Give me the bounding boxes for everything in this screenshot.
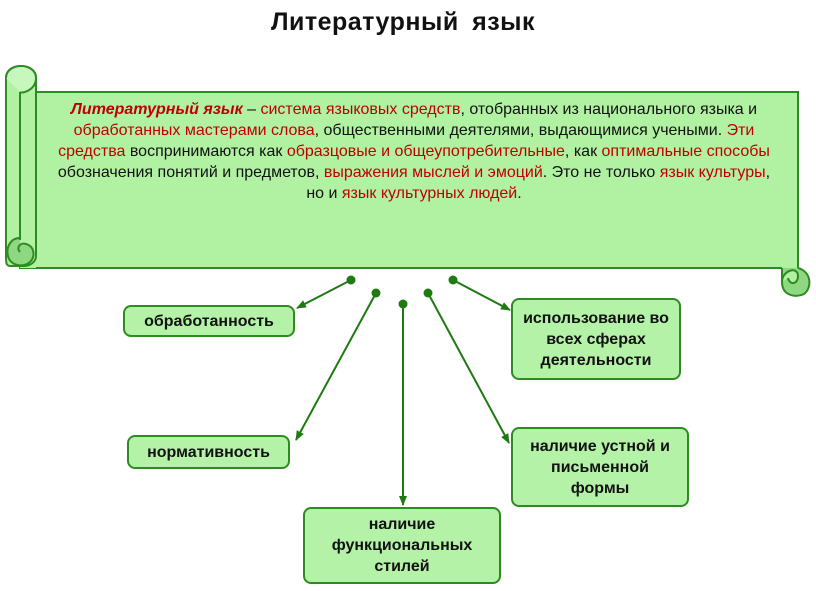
definition-text: Литературный язык – система языковых сре…	[48, 99, 780, 204]
arrow-normative	[295, 292, 377, 441]
feature-processed: обработанность	[123, 305, 295, 337]
arrow-processed	[296, 279, 352, 309]
arrow-oral-written	[427, 292, 510, 444]
feature-usage: использование во всех сферах деятельност…	[511, 298, 681, 380]
diagram-title: Литературный язык	[270, 8, 536, 36]
definition-segment-red: язык культурных людей	[341, 185, 518, 202]
definition-segment-normal: . Это не только	[542, 164, 660, 181]
definition-segment-normal: –	[242, 101, 261, 118]
definition-segment-red: язык культуры	[659, 164, 766, 181]
definition-segment-normal: обозначения понятий и предметов,	[57, 164, 324, 181]
definition-segment-normal: , общественными деятелями, выдающимися у…	[314, 122, 727, 139]
definition-segment-red: выражения мыслей и эмоций	[323, 164, 543, 181]
feature-normative: нормативность	[127, 435, 290, 469]
definition-segment-red: оптимальные способы	[601, 143, 770, 160]
arrow-usage	[452, 279, 511, 311]
definition-segment-term: Литературный язык	[70, 101, 243, 118]
definition-segment-red: образцовые и общеупотребительные	[286, 143, 565, 160]
definition-segment-normal: воспринимаются как	[125, 143, 287, 160]
definition-segment-normal: .	[517, 185, 522, 202]
definition-segment-red: система языковых средств	[260, 101, 461, 118]
definition-segment-normal: , но и	[306, 164, 771, 202]
definition-segment-normal: , отобранных из национального языка и	[460, 101, 758, 118]
definition-segment-red: обработанных мастерами слова	[73, 122, 315, 139]
scroll-banner	[5, 65, 811, 297]
definition-segment-red: Эти средства	[58, 122, 755, 160]
feature-styles: наличие функциональных стилей	[303, 507, 501, 584]
definition-segment-normal: , как	[564, 143, 602, 160]
feature-oral-written: наличие устной и письменной формы	[511, 427, 689, 507]
